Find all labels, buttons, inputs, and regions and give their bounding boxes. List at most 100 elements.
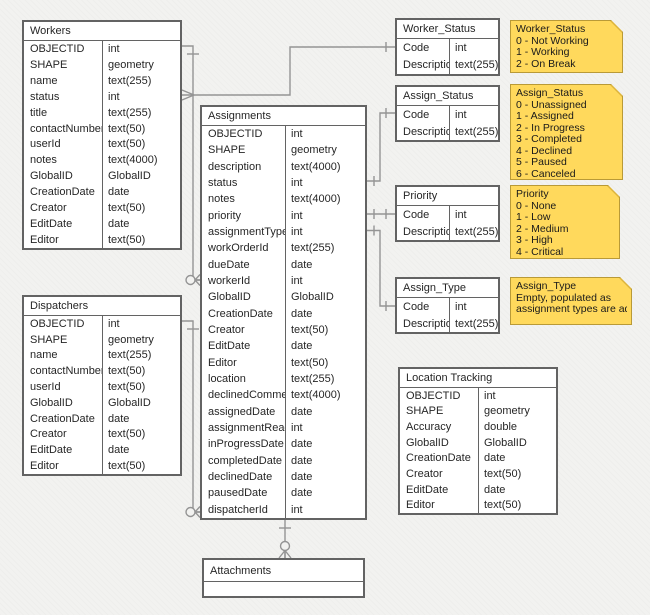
field-type: geometry bbox=[108, 58, 154, 71]
field-name: GlobalID bbox=[400, 434, 479, 451]
note-fold-icon bbox=[607, 186, 619, 198]
note-fold-icon bbox=[610, 21, 622, 33]
field-name: notes bbox=[24, 152, 103, 169]
field-row: Description text(255) bbox=[397, 56, 498, 74]
entity-table-assign-status[interactable]: Assign_Status CodeintDescriptiontext(255… bbox=[395, 85, 500, 142]
field-type: date bbox=[291, 454, 313, 467]
field-type: int bbox=[291, 422, 303, 435]
connector-dispatchers-to-assignments-dispatcherid[interactable] bbox=[182, 320, 201, 518]
field-name: OBJECTID bbox=[24, 316, 103, 332]
field-name: CreationDate bbox=[202, 305, 286, 322]
note-line: 4 - Critical bbox=[516, 246, 564, 258]
field-name: userId bbox=[24, 379, 103, 395]
field-type: text(255) bbox=[291, 373, 335, 386]
many-crowfoot-icon bbox=[278, 550, 292, 559]
note-line: 1 - Low bbox=[516, 212, 551, 223]
field-type: int bbox=[291, 275, 303, 288]
field-name: SHAPE bbox=[24, 331, 103, 348]
field-type: int bbox=[291, 226, 303, 239]
field-name: description bbox=[202, 158, 286, 175]
field-type: text(50) bbox=[108, 202, 146, 215]
entity-table-worker-status[interactable]: Worker_Status CodeintDescriptiontext(255… bbox=[395, 18, 500, 76]
entity-table-assign-type[interactable]: Assign_Type CodeintDescriptiontext(255) bbox=[395, 277, 500, 334]
note-line: 1 - Working bbox=[516, 47, 570, 58]
field-name: Description bbox=[397, 56, 450, 74]
field-name: CreationDate bbox=[400, 450, 479, 467]
entity-title: Workers bbox=[24, 22, 180, 41]
field-name: notes bbox=[202, 191, 286, 208]
entity-title: Attachments bbox=[204, 560, 363, 582]
entity-table-attachments[interactable]: Attachments bbox=[202, 558, 365, 598]
entity-title: Dispatchers bbox=[24, 297, 180, 316]
field-name: Creator bbox=[400, 466, 479, 482]
connector-assignments-priority-to-priority[interactable] bbox=[367, 209, 395, 219]
field-name: Creator bbox=[24, 200, 103, 217]
connector-workers-to-assignments-workerid[interactable] bbox=[182, 45, 201, 286]
field-type: int bbox=[455, 108, 467, 121]
entity-table-priority[interactable]: Priority CodeintDescriptiontext(255) bbox=[395, 185, 500, 242]
field-name: assignedDate bbox=[202, 403, 286, 420]
field-type: text(255) bbox=[455, 59, 498, 72]
field-name: name bbox=[24, 347, 103, 364]
note-line: 3 - Completed bbox=[516, 134, 582, 145]
entity-title: Assign_Status bbox=[397, 87, 498, 106]
connector-workers-status-to-worker-status[interactable] bbox=[181, 42, 395, 101]
field-name: OBJECTID bbox=[24, 41, 103, 57]
field-name: SHAPE bbox=[400, 403, 479, 420]
field-name: GlobalID bbox=[24, 168, 103, 185]
empty-row bbox=[204, 582, 363, 596]
field-type: geometry bbox=[484, 405, 530, 418]
entity-title: Assignments bbox=[202, 107, 365, 126]
connector-assignments-to-attachments[interactable] bbox=[278, 520, 292, 559]
field-type: text(255) bbox=[455, 225, 498, 238]
note-title: Priority bbox=[516, 189, 549, 200]
field-type: date bbox=[108, 218, 130, 231]
field-type: text(50) bbox=[108, 381, 146, 394]
field-type: text(255) bbox=[108, 74, 152, 87]
field-name: userId bbox=[24, 136, 103, 153]
connector-assignments-type-to-assign-type[interactable] bbox=[367, 225, 395, 312]
note-line: 5 - Paused bbox=[516, 157, 567, 168]
field-type: double bbox=[484, 421, 518, 434]
field-type: text(50) bbox=[108, 365, 146, 378]
field-name: Creator bbox=[24, 426, 103, 443]
field-type: text(50) bbox=[291, 356, 329, 369]
field-name: title bbox=[24, 104, 103, 121]
field-name: EditDate bbox=[202, 338, 286, 355]
entity-title: Priority bbox=[397, 187, 498, 206]
field-name: GlobalID bbox=[202, 289, 286, 306]
field-name: Code bbox=[397, 39, 450, 57]
connector-assignments-status-to-assign-status[interactable] bbox=[367, 108, 395, 186]
many-crowfoot-icon bbox=[194, 274, 201, 286]
